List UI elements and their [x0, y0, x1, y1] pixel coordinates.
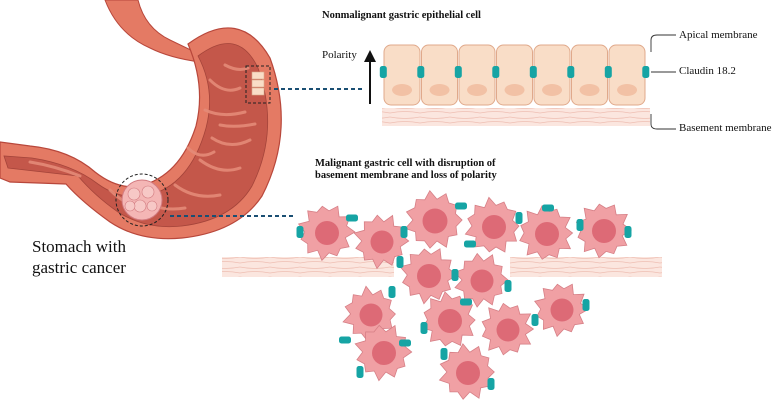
tumor-nucleus — [456, 361, 480, 385]
polarity-label: Polarity — [322, 49, 357, 61]
claudin-marker — [624, 226, 632, 238]
epithelial-cell — [383, 44, 421, 106]
basement-membrane-label: Basement membrane — [679, 122, 772, 134]
polarity-arrow — [364, 50, 376, 104]
epithelial-cell — [533, 44, 571, 106]
claudin-marker — [440, 348, 448, 360]
claudin-marker — [388, 286, 396, 298]
apical-bracket — [650, 34, 676, 52]
tumor-cell — [575, 203, 632, 259]
tumor-cell — [464, 196, 520, 253]
malignant-tissue — [222, 189, 662, 400]
claudin-marker — [464, 240, 476, 248]
tumor-nucleus — [470, 269, 494, 293]
epithelium-highlight — [245, 65, 271, 104]
tumor-nucleus — [422, 208, 448, 234]
tumor-cell — [399, 248, 458, 305]
cell-nucleus — [467, 84, 488, 96]
claudin-marker — [504, 280, 512, 292]
tumor-cell — [438, 343, 495, 400]
tumor-nucleus — [359, 303, 383, 327]
claudin-marker — [451, 269, 459, 281]
claudin-marker — [420, 322, 428, 334]
claudin-marker — [417, 66, 425, 78]
cell-nucleus — [579, 84, 600, 96]
tumor-cell — [534, 283, 590, 338]
epithelial-cell — [458, 44, 496, 106]
malignant-title-line2: basement membrane and loss of polarity — [315, 170, 497, 181]
stomach-label-line1: Stomach with — [32, 237, 126, 256]
tumor-nucleus — [592, 219, 616, 243]
normal-cell-title: Nonmalignant gastric epithelial cell — [322, 10, 481, 21]
claudin-marker — [396, 256, 404, 268]
stomach-illustration — [0, 0, 282, 240]
claudin-marker — [604, 66, 612, 78]
claudin-marker — [582, 299, 590, 311]
epithelial-cell — [421, 44, 458, 106]
claudin-marker — [642, 66, 650, 78]
tumor-nucleus — [550, 298, 574, 322]
epithelial-cell — [571, 44, 608, 106]
claudin-marker — [296, 226, 304, 238]
cell-nucleus — [429, 84, 450, 96]
claudin-marker — [576, 219, 584, 231]
claudin-marker — [515, 212, 523, 224]
claudin-marker — [356, 366, 364, 378]
cell-nucleus — [617, 84, 638, 96]
tumor-nucleus — [438, 309, 462, 333]
cell-nucleus — [504, 84, 525, 96]
basement-bracket — [650, 114, 676, 130]
claudin-marker — [460, 298, 472, 306]
tumor-cell — [342, 285, 396, 341]
tumor-nucleus — [535, 222, 559, 246]
tumor-cell — [353, 214, 410, 270]
epithelial-cell — [496, 44, 533, 106]
tumor-cell — [404, 189, 463, 249]
esophagus — [104, 0, 201, 63]
tumor-highlight-circle — [115, 173, 169, 227]
stomach-lining — [3, 43, 269, 228]
claudin-marker — [454, 66, 462, 78]
claudin-marker — [492, 66, 500, 78]
claudin-marker — [379, 66, 387, 78]
claudin-marker — [346, 214, 358, 222]
epithelial-cell — [608, 44, 646, 106]
tumor-cell — [453, 252, 509, 308]
claudin-marker — [542, 204, 554, 212]
tumor-nucleus — [482, 215, 506, 239]
tumor-cell — [481, 302, 535, 356]
claudin-label: Claudin 18.2 — [679, 65, 736, 77]
cell-nucleus — [392, 84, 413, 96]
malignant-title-line1: Malignant gastric cell with disruption o… — [315, 158, 496, 169]
claudin-marker — [339, 336, 351, 344]
claudin-marker — [567, 66, 575, 78]
tumor-nucleus — [496, 318, 520, 342]
cell-nucleus — [542, 84, 563, 96]
tumor-nucleus — [315, 221, 339, 245]
claudin-marker — [487, 378, 495, 390]
claudin-marker — [455, 202, 467, 210]
claudin-marker — [399, 339, 411, 347]
claudin-marker — [529, 66, 537, 78]
tumor-cell — [519, 205, 574, 260]
tumor-nucleus — [370, 230, 394, 254]
claudin-marker — [531, 314, 539, 326]
normal-epithelium — [379, 44, 650, 126]
tumor-mass — [121, 179, 163, 221]
tumor-cell — [354, 324, 413, 382]
tumor-nucleus — [417, 264, 441, 288]
stomach-label-line2: gastric cancer — [32, 258, 126, 277]
claudin-marker — [400, 226, 408, 238]
tumor-cell — [297, 205, 356, 262]
tumor-nucleus — [372, 341, 396, 365]
apical-membrane-label: Apical membrane — [679, 29, 758, 41]
